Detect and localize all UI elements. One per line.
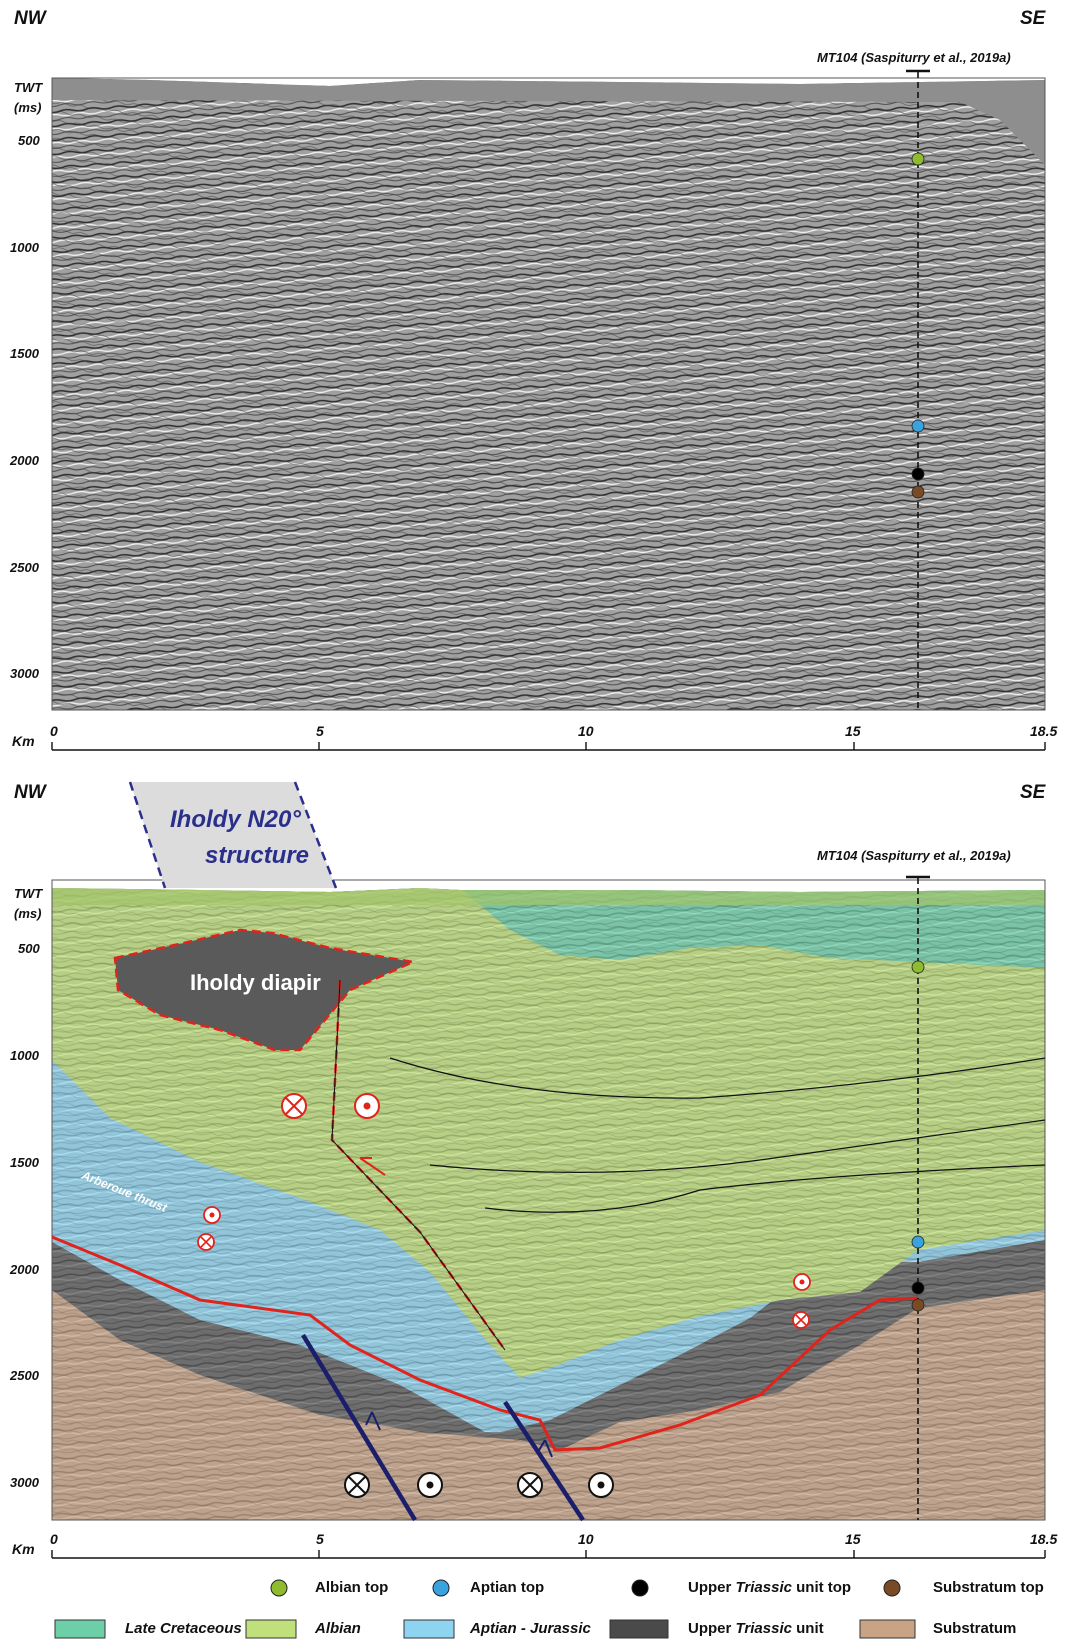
legend-substratum-top-label: Substratum top <box>933 1579 1044 1596</box>
legend-triassic-swatch <box>609 1619 669 1639</box>
legend-aptian-jurassic-label: Aptian - Jurassic <box>470 1620 591 1637</box>
top-ytick-2500: 2500 <box>10 560 39 575</box>
diapir-label: Iholdy diapir <box>190 970 321 995</box>
legend-aptian-top-label: Aptian top <box>470 1579 545 1596</box>
basement-symbol-into-2 <box>517 1472 543 1498</box>
bottom-ytick-2500: 2500 <box>10 1368 39 1383</box>
basement-fault-arrow-2 <box>537 1439 553 1458</box>
strike-slip-symbol-out-1 <box>354 1093 380 1119</box>
structure-box <box>130 782 336 888</box>
bottom-ytick-1000: 1000 <box>10 1048 39 1063</box>
bottom-dir-nw: NW <box>14 782 46 803</box>
bottom-xtick-0: 0 <box>50 1531 58 1547</box>
structure-title-1: Iholdy N20° <box>170 806 301 833</box>
bottom-x-axis <box>51 1550 1046 1559</box>
top-xtick-10: 10 <box>578 723 594 739</box>
top-xtick-15: 15 <box>845 723 861 739</box>
structure-box-edge-right <box>293 781 338 889</box>
bottom-xtick-15: 15 <box>845 1531 861 1547</box>
basement-fault-arrow-1 <box>365 1411 381 1431</box>
bottom-ytick-2000: 2000 <box>10 1262 39 1277</box>
top-km-label: Km <box>12 733 35 749</box>
bottom-dir-se: SE <box>1020 782 1046 803</box>
bottom-albian-marker <box>911 960 925 974</box>
structure-title-2: structure <box>205 842 310 869</box>
top-well-label: MT104 (Saspiturry et al., 2019a) <box>817 50 1011 65</box>
strike-slip-symbol-out-3 <box>793 1273 811 1291</box>
legend-albian-top-label: Albian top <box>315 1579 389 1596</box>
basement-fault-2 <box>503 1400 585 1522</box>
legend-albian-label: Albian <box>315 1620 361 1637</box>
top-xtick-0: 0 <box>50 723 58 739</box>
top-ytick-1000: 1000 <box>10 240 39 255</box>
bottom-yaxis-title-1: TWT <box>14 886 43 901</box>
bottom-aptian-marker <box>911 1235 925 1249</box>
bottom-ytick-500: 500 <box>18 941 40 956</box>
top-seismic-section <box>51 77 1046 711</box>
legend-substratum-label: Substratum <box>933 1620 1017 1637</box>
basement-fault-1 <box>301 1333 417 1522</box>
bottom-substratum-marker <box>911 1298 925 1312</box>
bottom-xtick-5: 5 <box>316 1531 324 1547</box>
diapir-fault-black <box>331 979 506 1351</box>
strike-slip-symbol-into-2 <box>197 1233 215 1251</box>
legend-late-cretaceous-label: Late Cretaceous <box>125 1620 242 1637</box>
top-xtick-18-5: 18.5 <box>1030 723 1058 739</box>
top-substratum-marker <box>911 485 925 499</box>
bottom-ytick-1500: 1500 <box>10 1155 39 1170</box>
basement-symbol-out-2 <box>588 1472 614 1498</box>
top-albian-marker <box>911 152 925 166</box>
top-ytick-500: 500 <box>18 133 40 148</box>
structure-box-edge-left <box>128 781 167 889</box>
top-dir-nw: NW <box>14 8 46 29</box>
legend-aptian-jurassic-swatch <box>403 1619 455 1639</box>
iholdy-diapir <box>113 928 418 1052</box>
legend-albian-top-marker <box>270 1579 288 1597</box>
legend-substratum-top-marker <box>883 1579 901 1597</box>
legend-triassic-top-label: Upper Triassic unit top <box>688 1579 852 1596</box>
bottom-yaxis-title-2: (ms) <box>14 906 42 921</box>
legend-aptian-top-marker <box>432 1579 450 1597</box>
basement-symbol-out-1 <box>417 1472 443 1498</box>
top-ytick-1500: 1500 <box>10 346 39 361</box>
top-triassic-marker <box>911 467 925 481</box>
top-yaxis-title-1: TWT <box>14 80 43 95</box>
legend-substratum-swatch <box>859 1619 916 1639</box>
bottom-xtick-10: 10 <box>578 1531 594 1547</box>
legend-triassic-top-marker <box>631 1579 649 1597</box>
strike-slip-symbol-into-3 <box>792 1311 810 1329</box>
strike-slip-symbol-into-1 <box>281 1093 307 1119</box>
top-ytick-3000: 3000 <box>10 666 39 681</box>
strike-slip-symbol-out-2 <box>203 1206 221 1224</box>
basement-symbol-into-1 <box>344 1472 370 1498</box>
top-xtick-5: 5 <box>316 723 324 739</box>
top-yaxis-title-2: (ms) <box>14 100 42 115</box>
top-dir-se: SE <box>1020 8 1046 29</box>
bottom-triassic-marker <box>911 1281 925 1295</box>
bottom-xtick-18-5: 18.5 <box>1030 1531 1058 1547</box>
legend-triassic-label: Upper Triassic unit <box>688 1620 824 1637</box>
top-ytick-2000: 2000 <box>10 453 39 468</box>
top-x-axis <box>51 742 1046 751</box>
bottom-well-label: MT104 (Saspiturry et al., 2019a) <box>817 848 1011 863</box>
legend-late-cretaceous-swatch <box>54 1619 106 1639</box>
bottom-ytick-3000: 3000 <box>10 1475 39 1490</box>
arberoue-thrust <box>51 1235 919 1452</box>
bottom-km-label: Km <box>12 1541 35 1557</box>
fault-arrow <box>359 1157 386 1176</box>
legend-albian-swatch <box>245 1619 297 1639</box>
top-aptian-marker <box>911 419 925 433</box>
